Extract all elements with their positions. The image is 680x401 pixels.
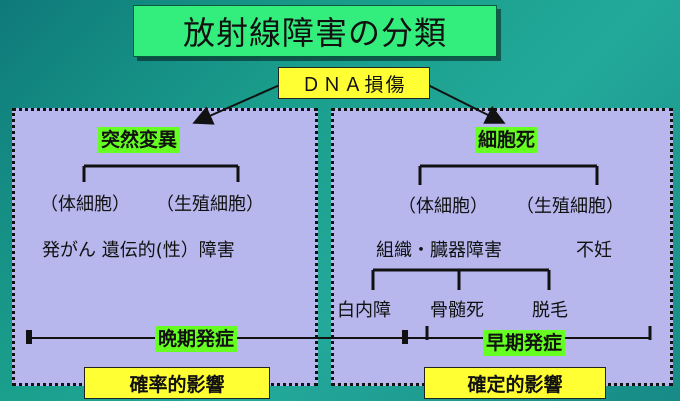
dna-damage-box: ＤＮＡ損傷 bbox=[278, 67, 430, 99]
left-somatic-cell: （体細胞） bbox=[40, 194, 130, 215]
deterministic-effect-box: 確定的影響 bbox=[424, 367, 606, 399]
arrow-to-cell-death bbox=[425, 83, 506, 124]
hair-loss: 脱毛 bbox=[532, 300, 568, 321]
left-germ-cell: （生殖細胞） bbox=[156, 194, 264, 215]
right-somatic-cell: （体細胞） bbox=[398, 196, 488, 217]
infertility: 不妊 bbox=[576, 240, 612, 261]
tissue-organ-damage: 組織・臓器障害 bbox=[376, 240, 502, 261]
mutation-bracket bbox=[82, 164, 240, 182]
late-onset-label: 晩期発症 bbox=[155, 326, 238, 352]
cataract: 白内障 bbox=[337, 300, 391, 321]
mutation-label: 突然変異 bbox=[98, 127, 181, 153]
bone-marrow-death: 骨髄死 bbox=[430, 300, 484, 321]
cell-death-bracket bbox=[418, 164, 599, 185]
right-germ-cell: （生殖細胞） bbox=[516, 196, 624, 217]
slide-title: 放射線障害の分類 bbox=[133, 5, 497, 57]
stochastic-effect-box: 確率的影響 bbox=[84, 367, 270, 399]
arrow-to-mutation bbox=[192, 83, 283, 125]
cell-death-label: 細胞死 bbox=[475, 127, 539, 153]
early-onset-label: 早期発症 bbox=[483, 330, 566, 356]
tissue-damage-bracket bbox=[371, 268, 551, 290]
stochastic-effects-list: 発がん 遺伝的(性）障害 bbox=[42, 240, 235, 261]
